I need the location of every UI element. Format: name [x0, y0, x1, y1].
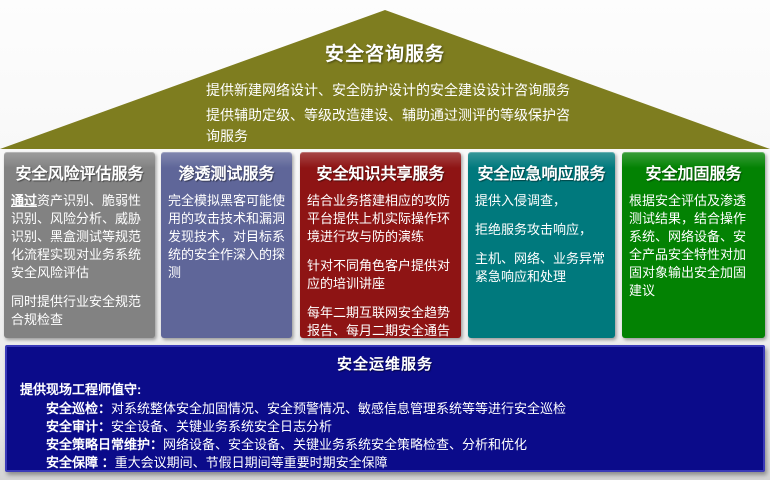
item-text: 对系统整体安全加固情况、安全预警情况、敏感信息管理系统等等进行安全巡检: [111, 401, 567, 416]
operations-item: 安全审计：安全设备、关键业务系统安全日志分析: [46, 418, 763, 436]
column-paragraph: 主机、网络、业务异常紧急响应和处理: [475, 250, 606, 284]
consulting-line-2: 提供辅助定级、等级改造建设、辅助通过测评的等级保护咨询服务: [206, 107, 570, 144]
item-label: 安全巡检：: [46, 401, 112, 416]
operations-footer-bar: 安全运维服务 提供现场工程师值守: 安全巡检：对系统整体安全加固情况、安全预警情…: [5, 345, 765, 472]
operations-item: 安全保障 ：重大会议期间、节假日期间等重要时期安全保障: [46, 454, 763, 472]
item-label: 安全策略日常维护：: [46, 437, 164, 452]
operations-item: 安全巡检：对系统整体安全加固情况、安全预警情况、敏感信息管理系统等等进行安全巡检: [46, 400, 763, 418]
column-paragraph: 提供入侵调查，: [475, 193, 567, 208]
consulting-roof-shape: 安全咨询服务 提供新建网络设计、安全防护设计的安全建设设计咨询服务 提供辅助定级…: [0, 10, 770, 149]
consulting-description: 提供新建网络设计、安全防护设计的安全建设设计咨询服务 提供辅助定级、等级改造建设…: [206, 80, 582, 149]
column-title: 安全应急响应服务: [477, 166, 606, 183]
column-knowledge-sharing: 安全知识共享服务 结合业务搭建相应的攻防平台提供上机实际操作环境进行攻与防的演练…: [300, 152, 461, 338]
item-text: 重大会议期间、节假日期间等重要时期安全保障: [114, 455, 388, 470]
item-text: 安全设备、关键业务系统安全日志分析: [111, 419, 333, 434]
consulting-line-1: 提供新建网络设计、安全防护设计的安全建设设计咨询服务: [206, 82, 570, 98]
lead-emphasis: 通过: [11, 193, 38, 208]
column-paragraph: 根据安全评估及渗透测试结果，结合操作系统、网络设备、安全产品安全特性对加固对象输…: [629, 193, 747, 298]
consulting-title: 安全咨询服务: [324, 44, 445, 65]
column-paragraph: 拒绝服务攻击响应，: [475, 221, 593, 237]
column-paragraph: 针对不同角色客户提供对应的培训讲座: [307, 257, 451, 291]
column-security-hardening: 安全加固服务 根据安全评估及渗透测试结果，结合操作系统、网络设备、安全产品安全特…: [622, 152, 765, 338]
column-title: 安全知识共享服务: [316, 166, 445, 183]
operations-title: 安全运维服务: [336, 356, 433, 373]
column-emergency-response: 安全应急响应服务 提供入侵调查， 拒绝服务攻击响应， 主机、网络、业务异常紧急响…: [468, 152, 615, 338]
column-title: 渗透测试服务: [178, 166, 275, 183]
item-text: 网络设备、安全设备、关键业务系统安全策略检查、分析和优化: [163, 437, 528, 452]
column-title: 安全加固服务: [645, 166, 742, 183]
item-label: 安全审计：: [46, 419, 112, 434]
column-paragraph: 完全模拟黑客可能使用的攻击技术和漏洞发现技术，对目标系统的安全作深入的探测: [168, 193, 286, 280]
operations-item: 安全策略日常维护：网络设备、安全设备、关键业务系统安全策略检查、分析和优化: [46, 436, 763, 454]
column-title: 安全风险评估服务: [15, 166, 144, 183]
item-label: 安全保障 ：: [46, 455, 115, 470]
operations-intro: 提供现场工程师值守:: [20, 382, 142, 397]
column-risk-assessment: 安全风险评估服务 通过资产识别、脆弱性识别、风险分析、威胁识别、黑盒测试等规范化…: [4, 152, 155, 338]
paragraph-text: 资产识别、脆弱性识别、风险分析、威胁识别、黑盒测试等规范化流程实现对业务系统安全…: [11, 193, 142, 280]
column-paragraph: 每年二期互联网安全趋势报告、每月二期安全通告: [307, 304, 451, 338]
column-paragraph: 同时提供行业安全规范合规检查: [11, 293, 142, 327]
column-penetration-test: 渗透测试服务 完全模拟黑客可能使用的攻击技术和漏洞发现技术，对目标系统的安全作深…: [161, 152, 292, 338]
column-paragraph: 通过资产识别、脆弱性识别、风险分析、威胁识别、黑盒测试等规范化流程实现对业务系统…: [11, 192, 148, 282]
column-paragraph: 结合业务搭建相应的攻防平台提供上机实际操作环境进行攻与防的演练: [307, 193, 451, 244]
